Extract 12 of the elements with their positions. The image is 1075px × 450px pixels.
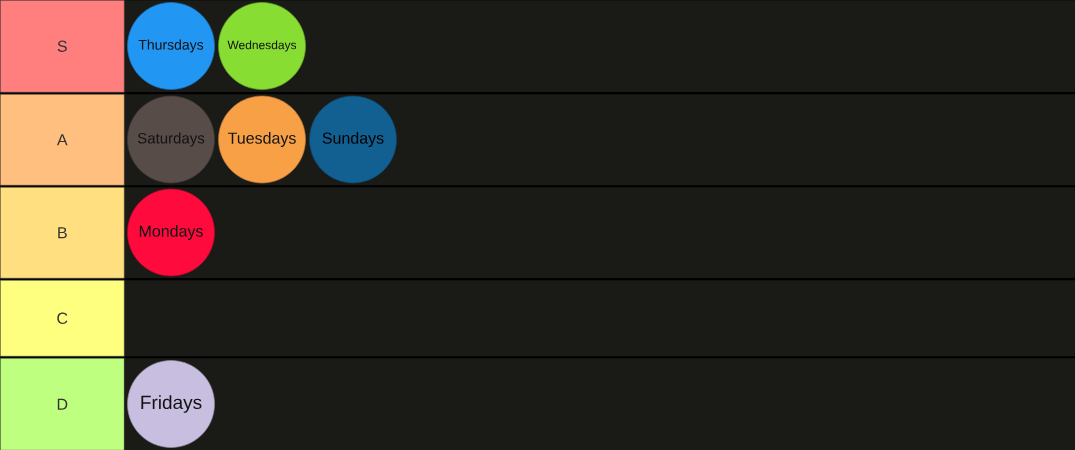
circle-item: Sundays [309, 95, 397, 184]
tier-label: S [0, 0, 125, 93]
tier-label: B [0, 187, 125, 279]
circle-item: Fridays [127, 360, 215, 448]
circle-item: Thursdays [127, 2, 215, 90]
circle-item: Wednesdays [218, 2, 306, 90]
circle-item: Mondays [127, 188, 215, 277]
circle-item: Tuesdays [218, 95, 306, 184]
circle-item: Saturdays [127, 95, 215, 184]
tier-label: A [0, 94, 125, 186]
tier-label: C [0, 280, 125, 357]
tier-label: D [0, 358, 125, 450]
